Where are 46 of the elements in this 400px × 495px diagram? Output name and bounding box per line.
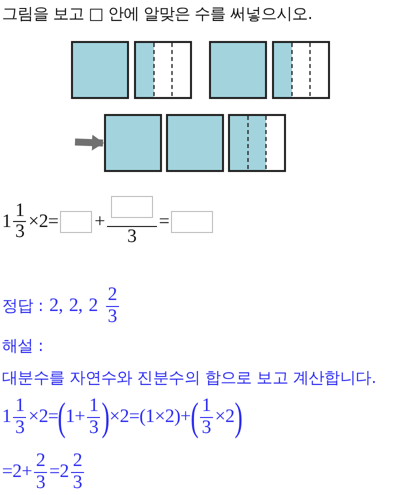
fraction-numerator: 2 <box>34 451 48 473</box>
fraction-denominator: 3 <box>126 226 138 248</box>
fraction-square <box>134 41 192 99</box>
fraction-square <box>104 114 162 172</box>
fraction-denominator: 3 <box>35 472 46 494</box>
fraction-square <box>228 114 286 172</box>
math-text: ×2= <box>28 406 58 428</box>
fraction-denominator: 3 <box>14 418 26 439</box>
parenthesis: ( <box>190 397 198 438</box>
parenthesis: ) <box>234 397 242 438</box>
text: 대분수를 자연수와 진분수의 합으로 보고 계산합니다. <box>2 368 376 389</box>
question-text: 그림을 보고 □ 안에 알맞은 수를 써넣으시오. <box>2 4 312 25</box>
math-text: 2 <box>88 295 98 318</box>
fraction-denominator: 3 <box>106 306 118 328</box>
fraction-numerator: 1 <box>13 200 26 222</box>
math-text: 1+ <box>65 406 86 428</box>
fraction-numerator: 2 <box>70 451 84 473</box>
fraction-square <box>272 41 330 99</box>
math-text: (1×2)+ <box>139 406 191 428</box>
fraction-denominator: 3 <box>88 418 100 439</box>
fraction-numerator: 1 <box>87 396 100 418</box>
math-text: + <box>94 210 105 233</box>
math-text: ×2 <box>214 406 235 428</box>
math-text: 2, <box>49 295 63 318</box>
math-text: = <box>158 210 170 233</box>
math-text: ×2= <box>28 210 58 233</box>
fraction-square <box>209 41 267 99</box>
arrow <box>74 134 104 151</box>
fraction-square <box>71 41 129 99</box>
fraction-numerator: 1 <box>200 396 213 418</box>
fraction-square <box>166 114 224 172</box>
parenthesis: ( <box>58 397 66 438</box>
math-text: =2 <box>49 461 69 484</box>
math-text: =2+ <box>2 461 32 484</box>
fraction-denominator: 3 <box>14 222 26 244</box>
text: 정답 : <box>2 296 44 317</box>
parenthesis: ) <box>102 397 110 438</box>
text: 해설 : <box>2 336 44 357</box>
math-text: 2, <box>68 295 83 318</box>
math-text: 1 <box>2 406 12 428</box>
fraction-numerator: 1 <box>13 396 26 418</box>
math-text: 1 <box>2 210 12 233</box>
fraction-numerator: 2 <box>106 285 119 307</box>
math-text: ×2= <box>109 406 140 428</box>
fraction-denominator: 3 <box>72 472 84 494</box>
fraction-denominator: 3 <box>200 418 212 439</box>
